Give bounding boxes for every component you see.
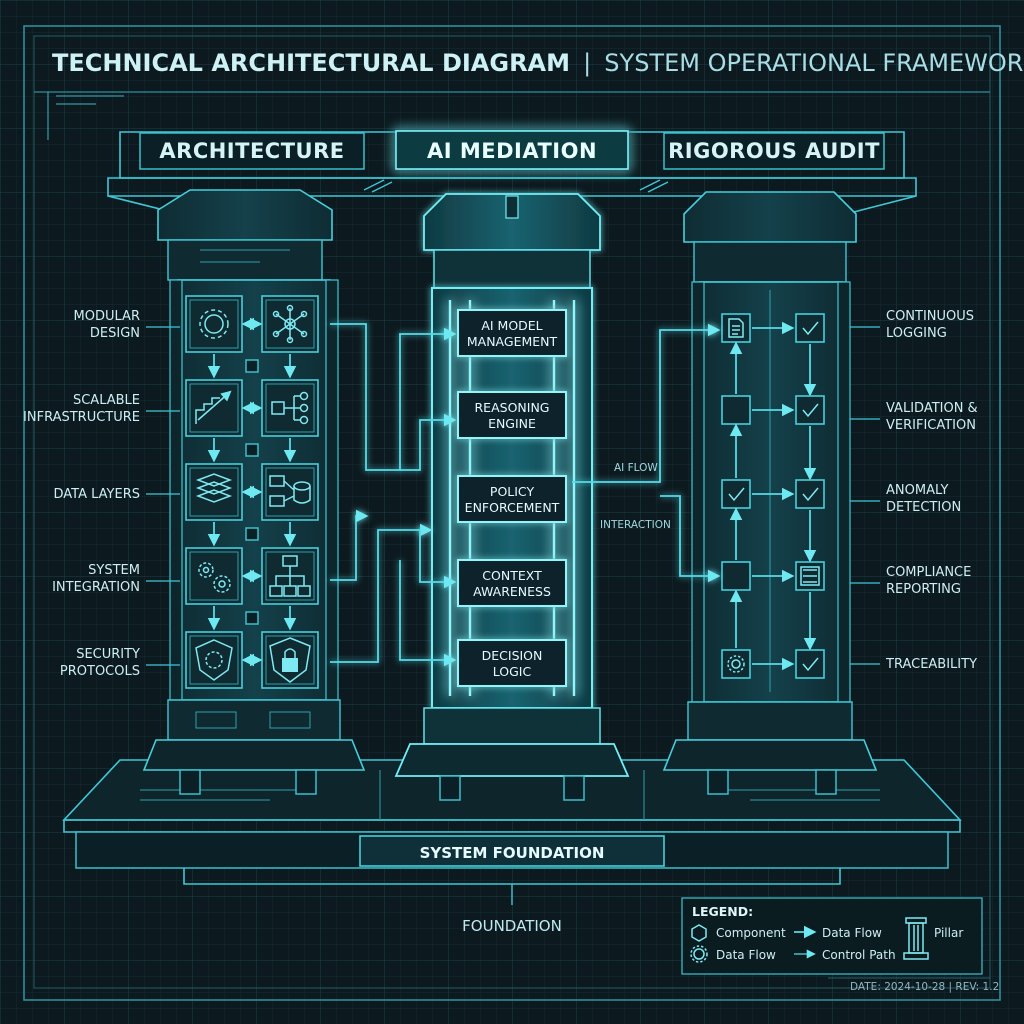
left-label-line1: SECURITY: [76, 647, 140, 662]
right-label-line2: REPORTING: [886, 582, 961, 597]
center-box-line1: POLICY: [490, 484, 535, 499]
checkbox-icon: [796, 396, 824, 424]
legend: LEGEND: Component Data Flow Data Flow Co…: [682, 898, 982, 974]
org-chart-icon: [262, 548, 318, 604]
center-box-line2: AWARENESS: [473, 584, 551, 599]
center-box-line1: AI MODEL: [481, 318, 542, 333]
check-icon: [722, 480, 750, 508]
center-box-line2: ENFORCEMENT: [465, 500, 560, 515]
system-foundation-label: SYSTEM FOUNDATION: [420, 844, 605, 862]
legend-item-data-flow-arrow: Data Flow: [822, 926, 882, 940]
checkbox-icon: [796, 650, 824, 678]
junction-node: [246, 360, 258, 372]
pillar-title-ai-mediation: AI MEDIATION: [427, 139, 597, 163]
legend-item-data-flow-gear: Data Flow: [716, 948, 776, 962]
gear-icon: [186, 296, 242, 352]
left-label-line1: DATA LAYERS: [54, 487, 141, 502]
database-flow-icon: [262, 464, 318, 520]
center-box-line2: ENGINE: [488, 416, 536, 431]
left-label-line1: MODULAR: [74, 309, 140, 324]
junction-node: [246, 444, 258, 456]
audit-node: [722, 396, 750, 424]
right-label-line1: COMPLIANCE: [886, 565, 971, 580]
ai-flow-label: AI FLOW: [614, 462, 658, 474]
legend-item-component: Component: [716, 926, 786, 940]
pillar-title-rigorous-audit: RIGOROUS AUDIT: [668, 139, 880, 163]
right-label-line1: ANOMALY: [886, 483, 948, 498]
network-hub-icon: [262, 296, 318, 352]
layers-icon: [186, 464, 242, 520]
pillar-rigorous-audit: [664, 192, 876, 794]
interaction-label: INTERACTION: [600, 519, 671, 531]
revision-date: DATE: 2024-10-28 | REV: 1.2: [850, 981, 999, 993]
junction-node: [246, 528, 258, 540]
gear-icon: [722, 650, 750, 678]
right-label-line2: VERIFICATION: [886, 418, 976, 433]
right-label-line1: CONTINUOUS: [886, 309, 974, 324]
checkbox-icon: [796, 314, 824, 342]
left-label-line1: SYSTEM: [88, 563, 140, 578]
right-label-line1: VALIDATION &: [886, 401, 978, 416]
junction-node: [246, 612, 258, 624]
left-label-line2: INFRASTRUCTURE: [23, 410, 140, 425]
checkbox-icon: [796, 480, 824, 508]
right-label-line1: TRACEABILITY: [885, 657, 977, 672]
document-icon: [722, 314, 750, 342]
center-box-line1: DECISION: [482, 648, 543, 663]
legend-item-pillar: Pillar: [934, 926, 963, 940]
foundation-caption: FOUNDATION: [462, 917, 562, 935]
center-box-line1: CONTEXT: [482, 568, 542, 583]
left-label-line2: INTEGRATION: [52, 580, 140, 595]
legend-item-control-path: Control Path: [822, 948, 896, 962]
growth-chart-icon: [186, 380, 242, 436]
center-box-line2: MANAGEMENT: [467, 334, 558, 349]
audit-node: [722, 562, 750, 590]
gears-icon: [186, 548, 242, 604]
hierarchy-icon: [262, 380, 318, 436]
right-label-line2: LOGGING: [886, 326, 947, 341]
center-box-line1: REASONING: [475, 400, 550, 415]
legend-heading: LEGEND:: [692, 904, 753, 919]
diagram-title: TECHNICAL ARCHITECTURAL DIAGRAM | SYSTEM…: [52, 49, 1024, 77]
right-label-line2: DETECTION: [886, 500, 961, 515]
left-label-line2: DESIGN: [90, 326, 140, 341]
checklist-icon: [796, 562, 824, 590]
pillar-title-architecture: ARCHITECTURE: [159, 139, 344, 163]
left-label-line2: PROTOCOLS: [60, 664, 140, 679]
padlock-icon: [262, 632, 318, 688]
shield-gear-icon: [186, 632, 242, 688]
left-label-line1: SCALABLE: [73, 393, 140, 408]
center-box-line2: LOGIC: [493, 664, 532, 679]
